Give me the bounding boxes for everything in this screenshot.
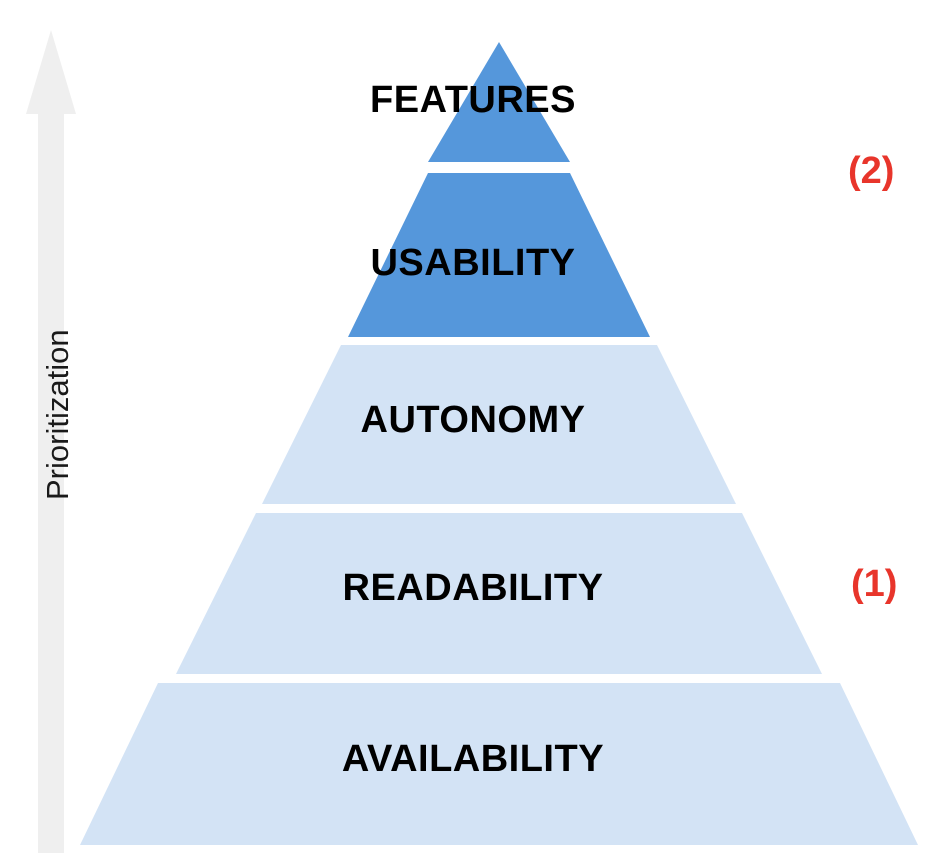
up-arrow-icon — [26, 30, 76, 853]
prioritization-arrow-group — [26, 30, 76, 853]
pyramid-tier-usability[interactable] — [348, 173, 650, 337]
pyramid-tier-readability[interactable] — [176, 513, 822, 674]
annotation-group-1: (1) — [851, 563, 898, 605]
annotation-group-2: (2) — [848, 150, 895, 192]
pyramid-tier-autonomy[interactable] — [262, 345, 736, 504]
axis-label-prioritization: Prioritization — [40, 329, 75, 500]
pyramid-tier-availability[interactable] — [80, 683, 918, 845]
pyramid-tier-features[interactable] — [428, 42, 570, 162]
